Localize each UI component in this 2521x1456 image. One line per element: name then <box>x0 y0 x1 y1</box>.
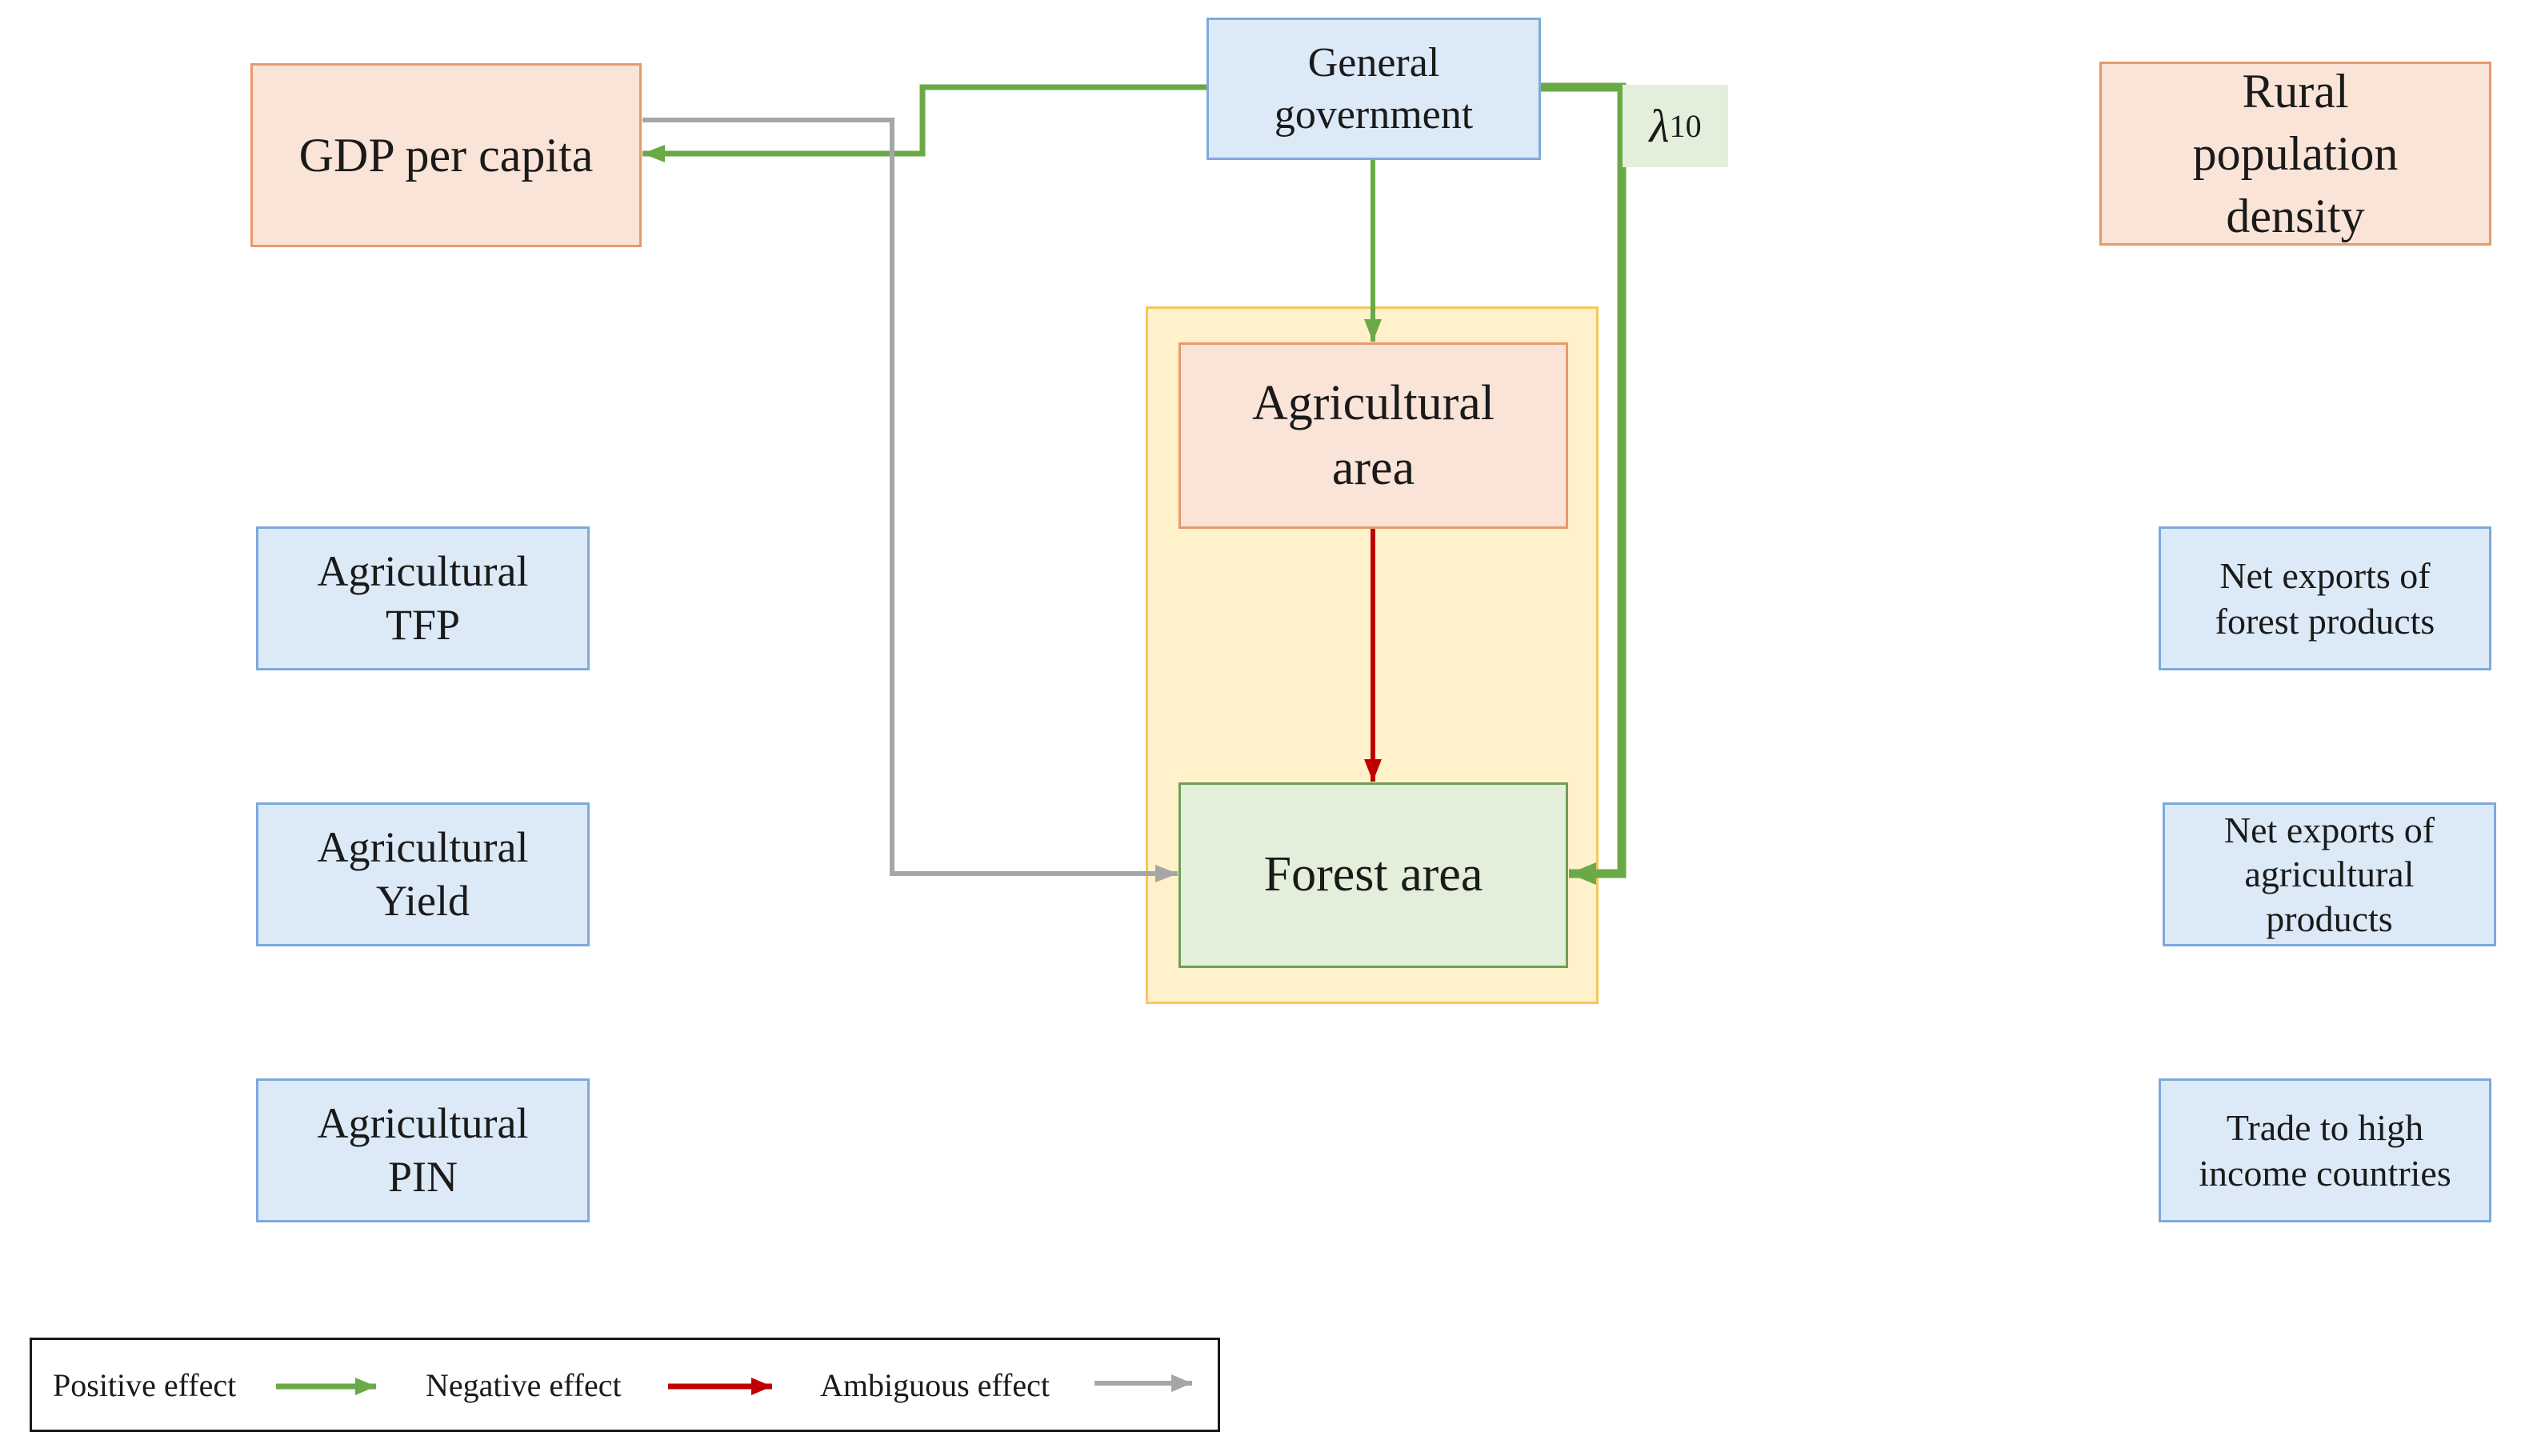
legend: Positive effect Negative effect Ambiguou… <box>30 1338 1220 1432</box>
node-agricultural-tfp-line-2: TFP <box>385 601 461 649</box>
node-net-exports-agri-line-3: products <box>2266 898 2393 939</box>
node-agricultural-area-line-1: Agricultural <box>1251 375 1495 430</box>
node-agricultural-area-line-2: area <box>1331 440 1415 495</box>
node-trade-high-income-countries: Trade to high income countries <box>2159 1078 2491 1222</box>
node-agricultural-yield: Agricultural Yield <box>256 802 590 946</box>
node-agricultural-area: Agricultural area <box>1178 342 1568 529</box>
node-net-exports-agri-line-2: agricultural <box>2244 854 2415 895</box>
node-net-exports-agricultural-products: Net exports of agricultural products <box>2163 802 2496 946</box>
node-general-government: General government <box>1206 18 1541 160</box>
node-agricultural-pin-line-1: Agricultural <box>317 1098 529 1147</box>
lambda-symbol: λ <box>1649 100 1670 152</box>
node-rural-density-line-2: population <box>2192 127 2399 180</box>
legend-positive-label: Positive effect <box>53 1366 237 1403</box>
node-forest-area-label: Forest area <box>1263 847 1483 902</box>
lambda-subscript: 10 <box>1669 108 1702 144</box>
node-rural-population-density: Rural population density <box>2099 62 2491 246</box>
node-agricultural-yield-line-1: Agricultural <box>317 822 529 871</box>
legend-negative-label: Negative effect <box>426 1366 622 1403</box>
legend-arrows <box>276 1374 1192 1395</box>
node-general-government-line-1: General <box>1307 40 1440 86</box>
node-gdp-per-capita-label: GDP per capita <box>298 128 594 182</box>
node-net-exports-agri-line-1: Net exports of <box>2223 810 2435 851</box>
edge-gdp-to-forest-area <box>642 118 1178 882</box>
node-trade-high-income-line-2: income countries <box>2199 1153 2451 1194</box>
node-net-exports-forest-line-1: Net exports of <box>2219 554 2431 596</box>
edge-government-to-forest-area <box>1541 82 1627 885</box>
node-net-exports-forest-products: Net exports of forest products <box>2159 526 2491 670</box>
node-general-government-line-2: government <box>1274 92 1474 138</box>
node-agricultural-pin-line-2: PIN <box>387 1153 458 1201</box>
node-rural-density-line-1: Rural <box>2242 65 2349 118</box>
node-rural-density-line-3: density <box>2226 190 2365 242</box>
node-agricultural-yield-line-2: Yield <box>375 877 470 925</box>
node-gdp-per-capita: GDP per capita <box>250 63 642 247</box>
node-agricultural-pin: Agricultural PIN <box>256 1078 590 1222</box>
node-agricultural-tfp-line-1: Agricultural <box>317 546 529 595</box>
edge-government-to-gdp <box>642 84 1206 162</box>
node-agricultural-tfp: Agricultural TFP <box>256 526 590 670</box>
node-net-exports-forest-line-2: forest products <box>2215 601 2435 642</box>
node-forest-area: Forest area <box>1178 782 1568 968</box>
legend-ambiguous-label: Ambiguous effect <box>820 1366 1050 1403</box>
node-trade-high-income-line-1: Trade to high <box>2226 1106 2424 1148</box>
